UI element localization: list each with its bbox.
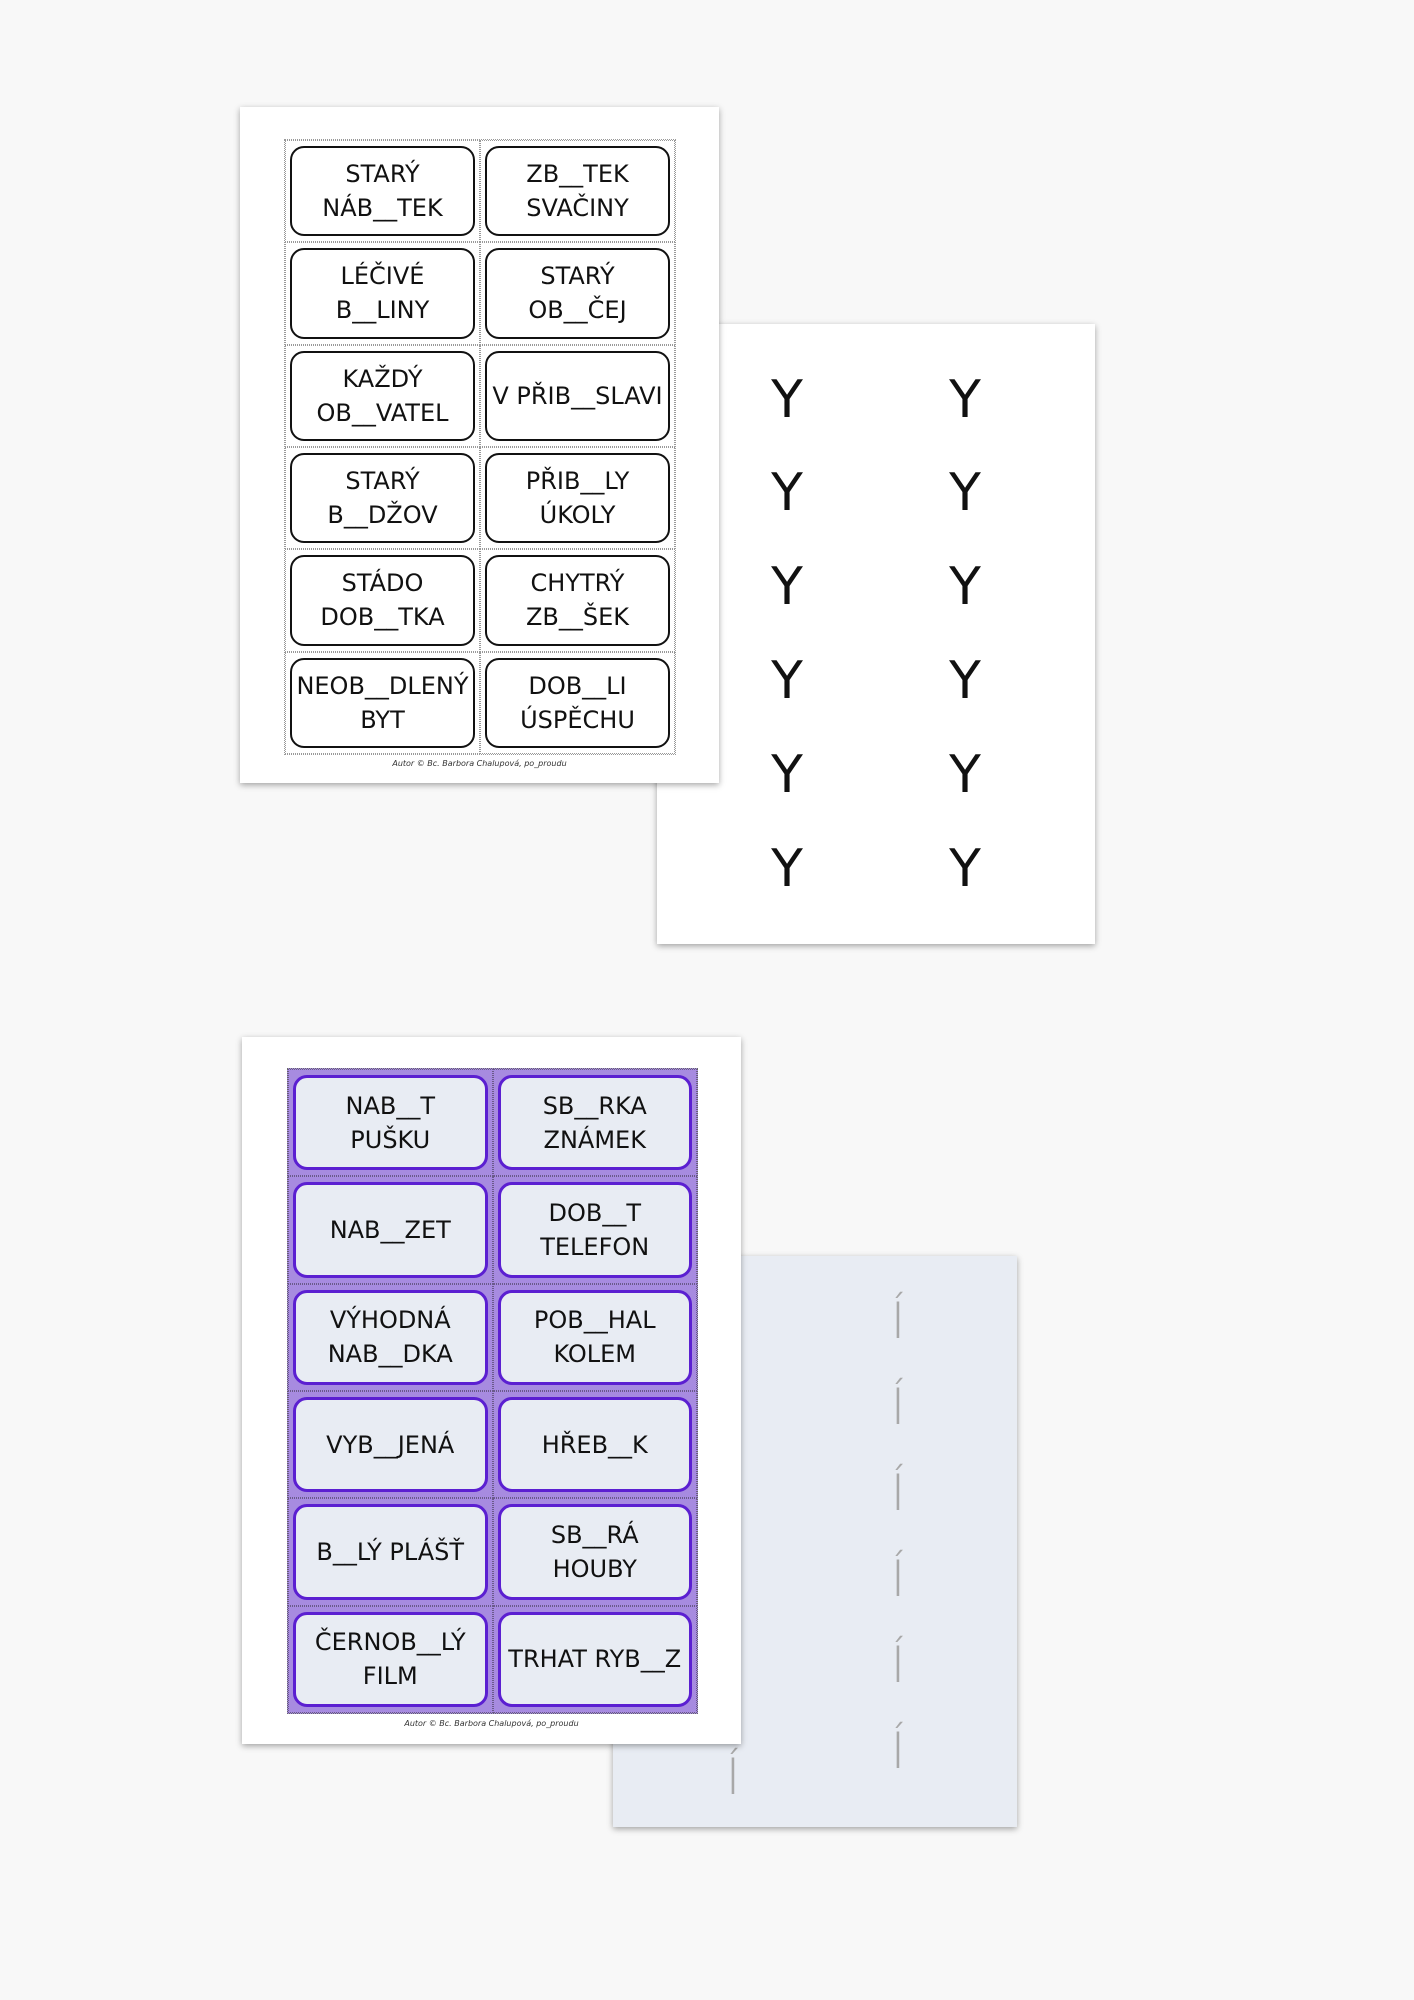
card-cell: LÉČIVÉ B__LINY <box>285 242 480 345</box>
letter: Y <box>771 557 803 617</box>
author-footer: Autor © Bc. Barbora Chalupová, po_proudu <box>404 1719 579 1728</box>
letter: Í <box>725 1748 741 1806</box>
card-cell: NEOB__DLENÝ BYT <box>285 651 480 754</box>
letter: Í <box>890 1378 906 1436</box>
word-card: VÝHODNÁ NAB__DKA <box>293 1289 488 1385</box>
letter: Í <box>890 1636 906 1694</box>
letter: Y <box>771 651 803 711</box>
card-cell: HŘEB__K <box>492 1391 697 1499</box>
word-card: STARÝ NÁB__TEK <box>290 146 475 237</box>
card-cell: DOB__T TELEFON <box>492 1176 697 1284</box>
letter: Í <box>890 1550 906 1608</box>
word-card: ZB__TEK SVAČINY <box>485 146 670 237</box>
word-card: V PŘIB__SLAVI <box>485 350 670 441</box>
letter: Í <box>890 1292 906 1350</box>
letter: Y <box>771 839 803 899</box>
card-cell: DOB__LI ÚSPĚCHU <box>480 651 675 754</box>
letter: Y <box>771 745 803 805</box>
card-cell: TRHAT RYB__Z <box>492 1605 697 1713</box>
word-card: STARÝ B__DŽOV <box>290 453 475 544</box>
word-card: PŘIB__LY ÚKOLY <box>485 453 670 544</box>
word-card: B__LÝ PLÁŠŤ <box>293 1504 488 1600</box>
letter: Y <box>949 745 981 805</box>
card-cell: CHYTRÝ ZB__ŠEK <box>480 549 675 652</box>
card-cell: STARÝ OB__ČEJ <box>480 242 675 345</box>
letter: Y <box>949 370 981 430</box>
letter: Í <box>890 1722 906 1780</box>
card-cell: VÝHODNÁ NAB__DKA <box>288 1283 493 1391</box>
letter: Y <box>949 651 981 711</box>
card-cell: STÁDO DOB__TKA <box>285 549 480 652</box>
word-card: SB__RÁ HOUBY <box>497 1504 692 1600</box>
letter: Y <box>949 557 981 617</box>
letter: Y <box>949 839 981 899</box>
word-card: NEOB__DLENÝ BYT <box>290 657 475 748</box>
word-card: KAŽDÝ OB__VATEL <box>290 350 475 441</box>
card-cell: PŘIB__LY ÚKOLY <box>480 447 675 550</box>
word-card: DOB__LI ÚSPĚCHU <box>485 657 670 748</box>
card-cell: SB__RÁ HOUBY <box>492 1498 697 1606</box>
card-cell: NAB__ZET <box>288 1176 493 1284</box>
word-card: TRHAT RYB__Z <box>497 1611 692 1707</box>
author-footer: Autor © Bc. Barbora Chalupová, po_proudu <box>392 759 567 768</box>
word-card: CHYTRÝ ZB__ŠEK <box>485 555 670 646</box>
card-cell: STARÝ NÁB__TEK <box>285 140 480 243</box>
card-cell: ZB__TEK SVAČINY <box>480 140 675 243</box>
card-cell: V PŘIB__SLAVI <box>480 344 675 447</box>
word-card: LÉČIVÉ B__LINY <box>290 248 475 339</box>
word-card: NAB__ZET <box>293 1182 488 1278</box>
card-cell: SB__RKA ZNÁMEK <box>492 1069 697 1177</box>
card-cell: ČERNOB__LÝ FILM <box>288 1605 493 1713</box>
word-card: HŘEB__K <box>497 1397 692 1493</box>
word-card: STARÝ OB__ČEJ <box>485 248 670 339</box>
letter: Y <box>949 463 981 523</box>
word-card: VYB__JENÁ <box>293 1397 488 1493</box>
word-card: DOB__T TELEFON <box>497 1182 692 1278</box>
card-cell: VYB__JENÁ <box>288 1391 493 1499</box>
card-cell: NAB__T PUŠKU <box>288 1069 493 1177</box>
letter: Y <box>771 370 803 430</box>
word-card: ČERNOB__LÝ FILM <box>293 1611 488 1707</box>
card-cell: POB__HAL KOLEM <box>492 1283 697 1391</box>
word-card: SB__RKA ZNÁMEK <box>497 1075 692 1171</box>
word-card: NAB__T PUŠKU <box>293 1075 488 1171</box>
card-cell: STARÝ B__DŽOV <box>285 447 480 550</box>
letter: Y <box>771 463 803 523</box>
word-card: POB__HAL KOLEM <box>497 1289 692 1385</box>
card-cell: KAŽDÝ OB__VATEL <box>285 344 480 447</box>
letter: Í <box>890 1464 906 1522</box>
card-cell: B__LÝ PLÁŠŤ <box>288 1498 493 1606</box>
word-card: STÁDO DOB__TKA <box>290 555 475 646</box>
